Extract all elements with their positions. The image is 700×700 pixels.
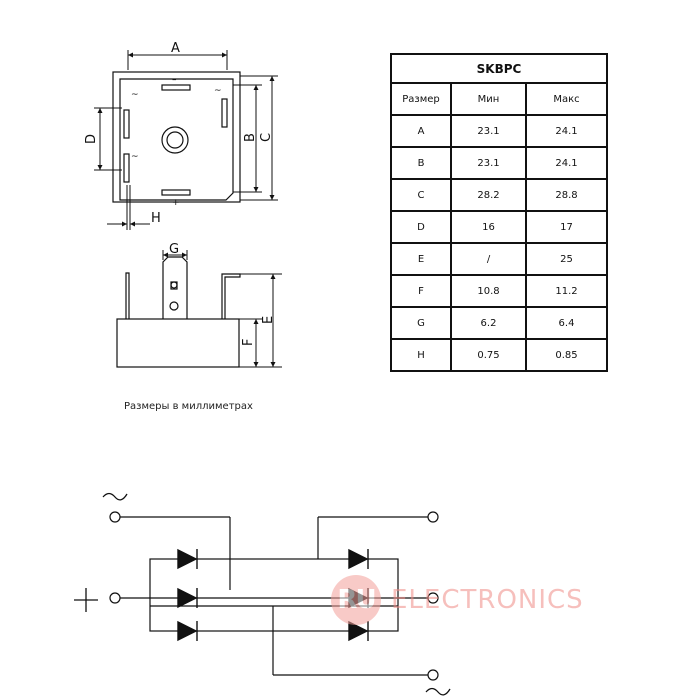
pin-mark-minus: – bbox=[172, 75, 177, 85]
package-side-view bbox=[116, 256, 241, 368]
row-max: 24.1 bbox=[524, 114, 609, 148]
pin-marks: – + ~ ~ ~ bbox=[131, 75, 222, 208]
units-note: Размеры в миллиметрах bbox=[124, 401, 253, 412]
row-size: E bbox=[390, 242, 452, 276]
row-min: / bbox=[450, 242, 527, 276]
row-max: 25 bbox=[524, 242, 609, 276]
row-min: 6.2 bbox=[450, 306, 527, 340]
center-tab-hole-2 bbox=[169, 301, 179, 311]
pin-mark-ac-1: ~ bbox=[131, 90, 139, 100]
side-lead-right bbox=[221, 273, 241, 319]
table-row: C 28.2 28.8 bbox=[390, 178, 609, 212]
watermark-logo-icon: RU bbox=[331, 575, 381, 625]
pin-mark-plus: + bbox=[172, 198, 180, 208]
dimension-b bbox=[233, 84, 262, 193]
diode-top-right bbox=[348, 548, 369, 570]
table-row: F 10.8 11.2 bbox=[390, 274, 609, 308]
package-inner-outline bbox=[119, 78, 234, 201]
row-max: 24.1 bbox=[524, 146, 609, 180]
table-row: E / 25 bbox=[390, 242, 609, 276]
row-size: H bbox=[390, 338, 452, 372]
row-min: 23.1 bbox=[450, 114, 527, 148]
mounting-hole-inner bbox=[166, 131, 184, 149]
terminal-top-right bbox=[427, 511, 439, 523]
dimension-c bbox=[240, 75, 278, 201]
schematic-symbols bbox=[74, 492, 451, 696]
dimension-label-h: H bbox=[151, 211, 161, 226]
terminal-right bbox=[221, 98, 228, 128]
row-size: F bbox=[390, 274, 452, 308]
mounting-hole-outer bbox=[161, 126, 189, 154]
watermark: RU ELECTRONICS bbox=[331, 575, 584, 625]
watermark-text: ELECTRONICS bbox=[391, 585, 584, 615]
terminal-left-lower bbox=[123, 153, 130, 183]
dimension-label-d: D bbox=[84, 134, 99, 144]
row-min: 23.1 bbox=[450, 146, 527, 180]
terminal-plus bbox=[109, 592, 121, 604]
pin-mark-ac-3: ~ bbox=[214, 86, 222, 96]
dimension-d bbox=[94, 107, 122, 171]
table-row: B 23.1 24.1 bbox=[390, 146, 609, 180]
dimension-label-g: G bbox=[169, 242, 179, 257]
diode-bottom-left bbox=[177, 620, 198, 642]
package-outer-outline bbox=[112, 71, 241, 203]
row-min: 28.2 bbox=[450, 178, 527, 212]
dimension-label-e: E bbox=[261, 316, 276, 324]
package-body bbox=[116, 318, 240, 368]
table-row: D 16 17 bbox=[390, 210, 609, 244]
row-max: 0.85 bbox=[524, 338, 609, 372]
row-size: A bbox=[390, 114, 452, 148]
dimension-label-c: C bbox=[259, 133, 274, 142]
terminal-middle-right bbox=[427, 592, 439, 604]
row-size: C bbox=[390, 178, 452, 212]
column-header-size: Размер bbox=[390, 82, 452, 116]
terminal-ac-2 bbox=[427, 669, 439, 681]
table-title: SKBPC bbox=[389, 53, 609, 84]
row-max: 6.4 bbox=[524, 306, 609, 340]
ac-symbol-top-icon bbox=[102, 492, 128, 501]
table-row: G 6.2 6.4 bbox=[390, 306, 609, 340]
dimension-table: SKBPC Размер Мин Макс A 23.1 24.1 B 23.1… bbox=[389, 53, 609, 372]
row-size: B bbox=[390, 146, 452, 180]
diode-top-left bbox=[177, 548, 198, 570]
table-row: A 23.1 24.1 bbox=[390, 114, 609, 148]
row-max: 11.2 bbox=[524, 274, 609, 308]
diode-bottom-right bbox=[348, 620, 369, 642]
dimension-e bbox=[239, 273, 282, 368]
dimension-a bbox=[127, 50, 228, 70]
row-size: G bbox=[390, 306, 452, 340]
row-min: 16 bbox=[450, 210, 527, 244]
column-header-min: Мин bbox=[450, 82, 527, 116]
pin-mark-ac-2: ~ bbox=[131, 152, 139, 162]
terminal-left bbox=[123, 109, 130, 139]
dimension-label-a: A bbox=[171, 41, 180, 56]
diode-mid-left bbox=[177, 587, 198, 609]
center-tab-hole-1 bbox=[170, 281, 178, 289]
side-lead-left bbox=[125, 272, 130, 319]
dimension-label-f: F bbox=[241, 339, 256, 346]
watermark-logo-text: RU bbox=[337, 585, 376, 615]
dimension-g bbox=[162, 250, 188, 260]
row-size: D bbox=[390, 210, 452, 244]
row-max: 17 bbox=[524, 210, 609, 244]
ac-symbol-bottom-icon bbox=[425, 687, 451, 696]
dimension-h bbox=[107, 185, 150, 230]
terminal-top bbox=[161, 84, 191, 91]
dimension-f bbox=[239, 318, 262, 367]
row-min: 0.75 bbox=[450, 338, 527, 372]
dimension-label-b: B bbox=[243, 133, 258, 142]
column-header-max: Макс bbox=[524, 82, 609, 116]
terminal-ac-1 bbox=[109, 511, 121, 523]
row-max: 28.8 bbox=[524, 178, 609, 212]
bridge-frame bbox=[149, 558, 399, 632]
terminal-bottom bbox=[161, 189, 191, 196]
table-row: H 0.75 0.85 bbox=[390, 338, 609, 372]
row-min: 10.8 bbox=[450, 274, 527, 308]
package-top-view bbox=[112, 71, 241, 203]
